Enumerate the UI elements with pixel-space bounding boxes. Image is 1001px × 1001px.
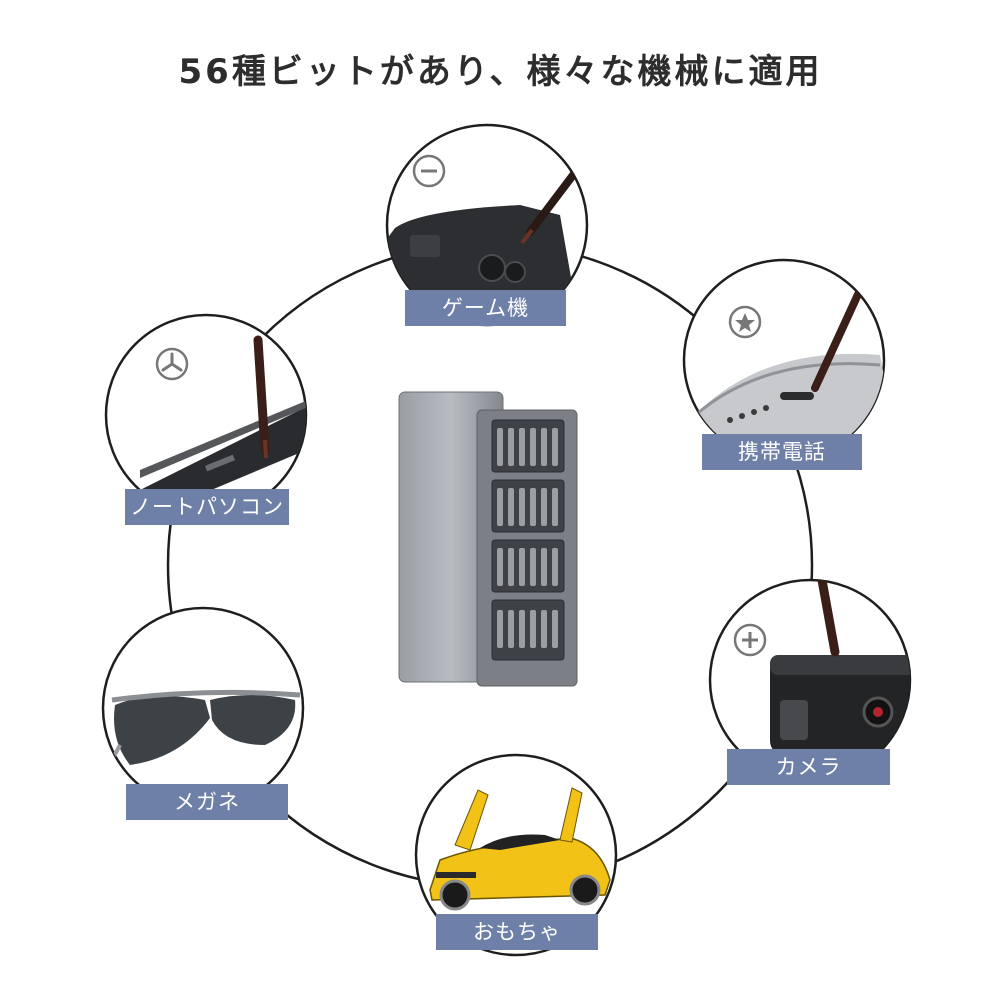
camera-photo <box>708 578 912 782</box>
label-phone: 携帯電話 <box>702 434 862 470</box>
toy-car-photo <box>414 753 618 957</box>
label-glasses: メガネ <box>126 784 288 820</box>
sunglasses-photo <box>101 606 305 810</box>
game-console-photo <box>385 123 589 327</box>
label-toys: おもちゃ <box>436 914 598 950</box>
phone-photo <box>682 258 886 462</box>
label-game-console: ゲーム機 <box>405 290 566 326</box>
screwdriver-kit-case <box>398 391 578 687</box>
label-camera: カメラ <box>727 749 890 785</box>
headline: 56種ビットがあり、様々な機械に適用 <box>178 52 823 92</box>
label-laptop: ノートパソコン <box>125 489 289 525</box>
